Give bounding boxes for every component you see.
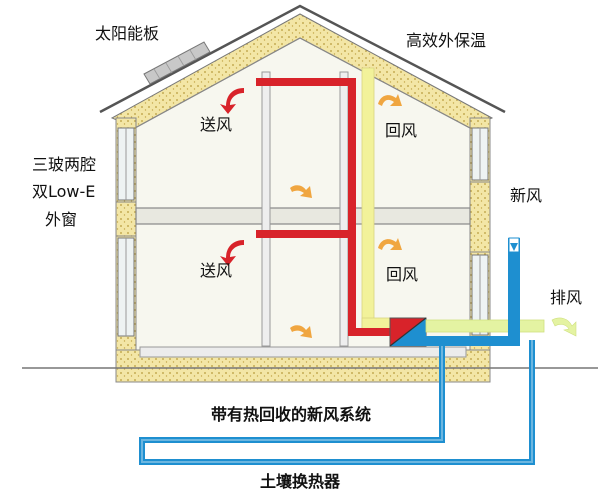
middle-floor-slab bbox=[135, 207, 471, 225]
system-caption: 带有热回收的新风系统 bbox=[211, 405, 371, 424]
solar-panel-label: 太阳能板 bbox=[95, 24, 159, 43]
window-label-line3: 外窗 bbox=[45, 210, 77, 229]
ground-heat-exchanger-loop bbox=[139, 340, 535, 465]
heat-exchanger bbox=[389, 317, 427, 347]
return-upper-label: 回风 bbox=[385, 121, 417, 140]
fresh-air-label: 新风 bbox=[510, 186, 542, 205]
interior-column-left bbox=[261, 71, 271, 347]
airflow-arrows bbox=[220, 88, 577, 338]
interior-column-right bbox=[339, 71, 349, 347]
supply-duct bbox=[256, 78, 392, 336]
ground-exchanger-label: 土壤换热器 bbox=[260, 472, 341, 491]
insulation-label: 高效外保温 bbox=[406, 31, 486, 50]
fresh-air-duct bbox=[426, 237, 520, 346]
supply-lower-label: 送风 bbox=[200, 261, 232, 280]
window-label-line1: 三玻两腔 bbox=[32, 155, 96, 174]
solar-panel bbox=[143, 41, 211, 85]
supply-upper-label: 送风 bbox=[200, 115, 232, 134]
window-label-line2: 双Low-E bbox=[32, 182, 95, 201]
exhaust-duct bbox=[425, 319, 545, 333]
roof-outline bbox=[99, 4, 506, 114]
exhaust-label: 排风 bbox=[550, 288, 582, 307]
return-lower-label: 回风 bbox=[386, 265, 418, 284]
roof-inner-line bbox=[134, 37, 471, 129]
